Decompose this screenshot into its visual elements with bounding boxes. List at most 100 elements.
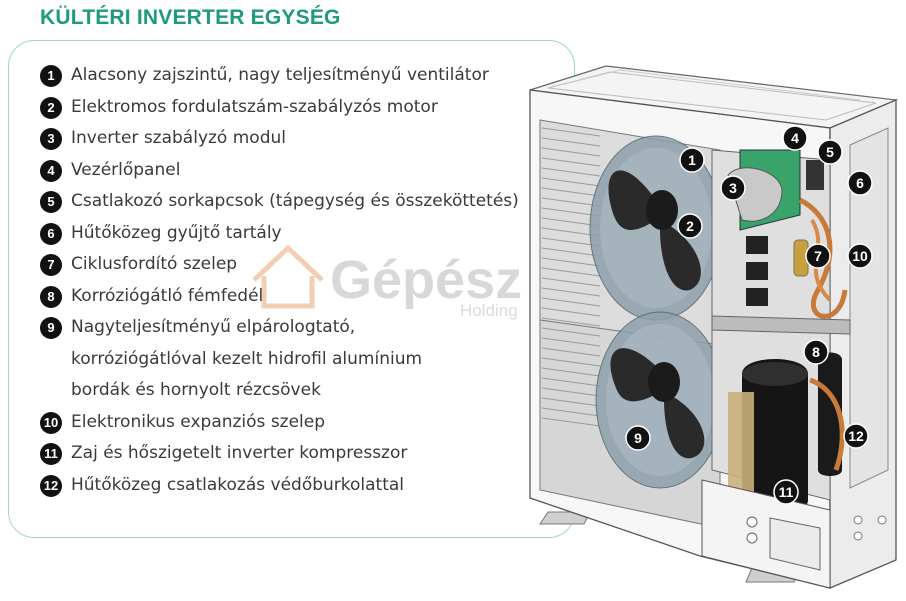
legend-item: 5 Csatlakozó sorkapcsok (tápegység és öss… xyxy=(40,186,519,218)
legend-number-badge: 1 xyxy=(40,65,62,87)
grille-line xyxy=(541,247,601,257)
callout-circle xyxy=(782,125,808,151)
grille-line xyxy=(541,307,601,317)
callout-label: 4 xyxy=(791,130,799,146)
legend-number-badge: 5 xyxy=(40,191,62,213)
callout-circle xyxy=(847,243,873,269)
grille-line xyxy=(541,377,601,387)
legend-number-badge: 2 xyxy=(40,96,62,119)
legend-text: Alacsony zajszintű, nagy teljesítményű v… xyxy=(71,60,489,92)
fan-upper xyxy=(589,135,723,321)
legend-text-line: Elektronikus expanziós szelep xyxy=(71,411,326,432)
legend-text: Korróziógátló fémfedél xyxy=(71,281,263,313)
grille-line xyxy=(541,387,601,397)
watermark-brand: Gépész xyxy=(330,250,522,310)
legend-text: Csatlakozó sorkapcsok (tápegység és össz… xyxy=(71,186,519,218)
grille-line xyxy=(541,167,601,177)
legend-text-line: Hűtőközeg csatlakozás védőburkolattal xyxy=(71,474,405,495)
legend-text-line: Korróziógátló fémfedél xyxy=(71,285,264,306)
legend-text: Nagyteljesítményű elpárologtató, korrózió… xyxy=(71,312,422,407)
callout-label: 9 xyxy=(634,430,642,446)
grille-line xyxy=(541,157,601,167)
grille-line xyxy=(541,297,601,307)
legend-number-badge: 4 xyxy=(40,159,62,182)
diagram-title: KÜLTÉRI INVERTER EGYSÉG xyxy=(40,6,341,29)
legend-number-badge: 12 xyxy=(40,474,62,497)
legend-item: 4 Vezérlőpanel xyxy=(40,155,519,187)
legend-item: 2 Elektromos fordulatszám-szabályzós moto… xyxy=(40,92,519,124)
legend-text-line: Vezérlőpanel xyxy=(71,159,181,180)
grille-line xyxy=(541,277,601,287)
grille-line xyxy=(541,137,601,147)
callout-label: 1 xyxy=(688,152,696,168)
grille-line xyxy=(541,317,601,327)
grille-line xyxy=(541,347,601,357)
legend-text: Hűtőközeg csatlakozás védőburkolattal xyxy=(71,470,404,502)
callout-label: 6 xyxy=(856,175,864,191)
legend-text-line: Zaj és hőszigetelt inverter kompresszor xyxy=(71,443,408,463)
callout-circle xyxy=(773,479,799,505)
legend-text-line: korróziógátlóval kezelt hidrofil alumíni… xyxy=(71,348,423,369)
callout-circle xyxy=(677,213,703,239)
grille-line xyxy=(541,237,601,247)
callout-circle xyxy=(805,243,831,269)
legend-list: 1 Alacsony zajszintű, nagy teljesítményű … xyxy=(40,60,519,501)
callout-circle xyxy=(679,147,705,173)
callout-label: 7 xyxy=(814,248,822,264)
legend-number-badge: 3 xyxy=(40,128,62,150)
watermark-sub: Holding xyxy=(460,301,518,320)
legend-text: Zaj és hőszigetelt inverter kompresszor xyxy=(71,438,407,470)
grille-line xyxy=(541,187,601,197)
legend-text: Inverter szabályzó modul xyxy=(71,123,286,155)
legend-text-line: Alacsony zajszintű, nagy teljesítményű v… xyxy=(71,65,489,85)
grille-line xyxy=(541,417,601,427)
callout-label: 2 xyxy=(686,218,694,234)
grille-line xyxy=(541,267,601,277)
legend-text-line: Csatlakozó sorkapcsok (tápegység és össz… xyxy=(71,191,519,211)
internal-compartment xyxy=(701,149,851,589)
grille-line xyxy=(541,177,601,187)
grille-line xyxy=(541,287,601,297)
legend-text: Hűtőközeg gyűjtő tartály xyxy=(71,218,282,250)
grille-line xyxy=(541,327,601,337)
legend-text-line: Elektromos fordulatszám-szabályzós motor xyxy=(71,96,438,117)
legend-number-badge: 7 xyxy=(40,254,62,276)
legend-text: Elektronikus expanziós szelep xyxy=(71,407,325,439)
grille-line xyxy=(541,257,601,267)
fan-lower xyxy=(595,311,725,489)
callout-label: 12 xyxy=(848,428,864,444)
legend-item: 7 Ciklusfordító szelep xyxy=(40,249,519,281)
callout-circle xyxy=(803,339,829,365)
legend-text: Elektromos fordulatszám-szabályzós motor xyxy=(71,92,438,124)
callout-label: 11 xyxy=(779,484,794,500)
watermark-logo: Gépész Holding xyxy=(252,244,522,320)
callout-circle xyxy=(843,423,869,449)
legend-text-line: bordák és hornyolt rézcsövek xyxy=(71,380,321,400)
legend-text: Ciklusfordító szelep xyxy=(71,249,237,281)
grille-line xyxy=(541,357,601,367)
legend-item: 3 Inverter szabályzó modul xyxy=(40,123,519,155)
callout-circle xyxy=(817,139,843,165)
legend-item: 9 Nagyteljesítményű elpárologtató, korrózi… xyxy=(40,312,519,407)
legend-text-line: Hűtőközeg gyűjtő tartály xyxy=(71,222,282,243)
legend-item: 1 Alacsony zajszintű, nagy teljesítményű … xyxy=(40,60,519,92)
callout-circle xyxy=(625,425,651,451)
legend-item: 12 Hűtőközeg csatlakozás védőburkolattal xyxy=(40,470,519,502)
legend-number-badge: 9 xyxy=(40,317,62,339)
legend-text-line: Nagyteljesítményű elpárologtató, xyxy=(71,317,356,337)
callout-circle xyxy=(847,170,873,196)
callout-label: 10 xyxy=(852,248,868,264)
grille-line xyxy=(541,197,601,207)
legend-number-badge: 8 xyxy=(40,285,62,308)
callout-label: 5 xyxy=(826,144,834,160)
grille-line xyxy=(541,147,601,157)
unit-side-face xyxy=(829,99,897,589)
legend-text-line: Ciklusfordító szelep xyxy=(71,254,238,274)
callout-label: 3 xyxy=(729,180,737,196)
legend-text-line: Inverter szabályzó modul xyxy=(71,128,286,148)
grille-line xyxy=(541,367,601,377)
